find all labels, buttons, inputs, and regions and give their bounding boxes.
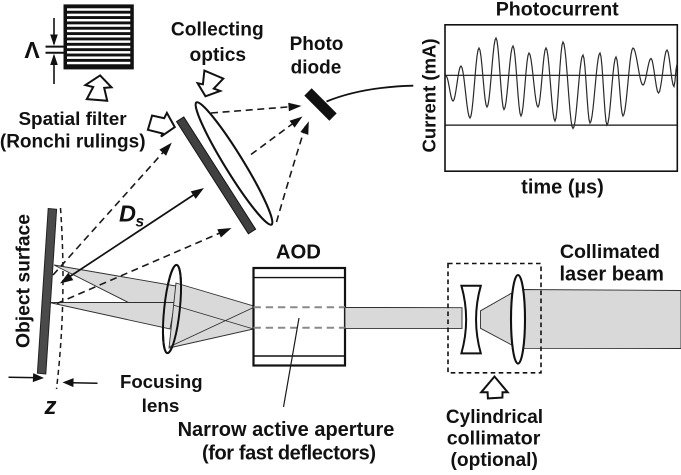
svg-text:z: z <box>44 393 57 420</box>
svg-text:diode: diode <box>291 58 342 79</box>
svg-text:D: D <box>119 201 136 227</box>
svg-text:time (µs): time (µs) <box>521 177 604 199</box>
svg-text:Cylindrical: Cylindrical <box>446 407 543 428</box>
svg-text:s: s <box>136 214 145 231</box>
svg-text:lens: lens <box>142 396 180 417</box>
svg-text:Object surface: Object surface <box>14 214 35 348</box>
svg-text:Λ: Λ <box>24 37 40 63</box>
svg-text:Focusing: Focusing <box>120 371 203 392</box>
svg-text:Collecting: Collecting <box>171 20 264 41</box>
svg-text:Narrow active aperture: Narrow active aperture <box>178 419 395 441</box>
svg-text:collimator: collimator <box>447 428 541 450</box>
svg-text:Photocurrent: Photocurrent <box>496 0 619 21</box>
svg-text:(Ronchi rulings): (Ronchi rulings) <box>0 132 146 153</box>
svg-text:Photo: Photo <box>290 34 344 55</box>
svg-text:Collimated: Collimated <box>560 241 660 263</box>
svg-text:Current (mA): Current (mA) <box>419 38 440 152</box>
svg-text:Spatial filter: Spatial filter <box>18 109 127 130</box>
svg-text:AOD: AOD <box>276 242 321 264</box>
svg-text:laser beam: laser beam <box>559 264 664 286</box>
svg-text:optics: optics <box>190 45 247 66</box>
svg-text:(optional): (optional) <box>451 450 538 471</box>
svg-text:(for fast deflectors): (for fast deflectors) <box>202 443 376 465</box>
